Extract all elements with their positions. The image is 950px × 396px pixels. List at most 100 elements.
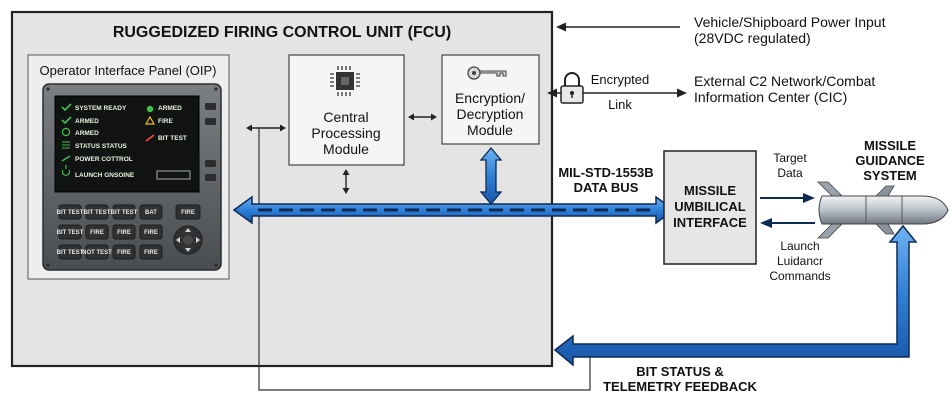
screen-status: BIT TEST [158,135,187,142]
launch-commands-label: Commands [769,269,830,283]
screen-status: FIRE [158,118,173,125]
umbilical-box [663,150,757,265]
umbilical-label: MISSILE [684,183,736,198]
key-label: FIRE [144,230,158,236]
feedback-label: TELEMETRY FEEDBACK [603,379,757,394]
connector-cpu-bus [342,169,350,194]
power-icon [61,165,71,176]
connector-oip-cpu [246,124,286,132]
slash-icon [61,155,71,162]
bezel-screw [46,263,50,267]
key[interactable]: FIRE [139,244,163,260]
key-label: FIRE [90,230,104,236]
menu-icon [62,141,70,149]
key[interactable]: FIRE [175,204,201,220]
cpu-label: Central [323,109,368,125]
c2-network-label: External C2 Network/Combat [694,73,875,89]
key[interactable]: BIT TEST [111,204,138,220]
key[interactable]: FIRE [139,224,163,240]
fcu-title: RUGGEDIZED FIRING CONTROL UNIT (FCU) [113,24,451,41]
crypto-bus-link [479,146,503,206]
side-button[interactable] [205,103,216,110]
side-button[interactable] [205,160,216,167]
key[interactable]: BIT TEST [57,204,84,220]
cpu-label: Processing [311,125,380,141]
bit-test-icon [145,134,155,142]
key-label: BIT TEST [111,210,138,216]
guidance-label: SYSTEM [863,168,916,183]
power-input-arrow [556,22,680,32]
key[interactable]: BIT TEST [57,224,84,240]
arrow-down-icon [185,248,191,252]
bus-label: DATA BUS [574,180,639,195]
cpu-label: Module [323,141,369,157]
key[interactable]: FIRE [112,224,136,240]
key-icon [467,66,507,80]
crypto-label: Module [467,122,513,138]
crypto-label: Encryption/ [455,90,525,106]
direction-pad[interactable] [173,225,203,255]
side-button[interactable] [205,174,216,181]
launch-commands-label: Launch [780,239,819,253]
arrow-right-icon [196,237,200,243]
bezel-screw [214,263,218,267]
target-data-label: Data [777,166,803,180]
key[interactable]: FIRE [85,224,109,240]
crypto-module-box [441,54,540,145]
key[interactable]: BIT TEST [57,244,84,260]
guidance-label: GUIDANCE [855,153,925,168]
screen-status: ARMED [158,105,182,112]
screen-status: LAUNCH GNSOINE [75,172,135,179]
key-label: NOT TEST [82,250,112,256]
c2-network-label: Information Center (CIC) [694,89,847,105]
bus-label: MIL-STD-1553B [558,165,653,180]
crypto-label: Decryption [457,106,524,122]
arrow-left-icon [176,237,180,243]
lock-icon [560,72,584,104]
check-icon [61,116,72,125]
target-data-label: Target [773,151,807,165]
feedback-label: BIT STATUS & [636,364,724,379]
target-data-arrow [760,193,815,203]
guidance-label: MISSILE [864,138,916,153]
encrypted-link-label: Link [608,97,632,112]
key-label: FIRE [117,230,131,236]
clock-icon [61,127,71,137]
side-button[interactable] [205,118,216,125]
radiation-icon [146,105,154,113]
key-label: FIRE [117,250,131,256]
power-input-label: (28VDC regulated) [694,30,811,46]
key[interactable]: NOT TEST [82,244,112,260]
oip-title: Operator Interface Panel (OIP) [39,63,216,78]
screen-status: STATUS STATUS [75,143,128,150]
launch-commands-label: Luidancr [777,254,823,268]
key-label: BIT TEST [57,230,84,236]
screen-field [156,170,191,180]
key-label: FIRE [144,250,158,256]
key-label: BIT TEST [57,210,84,216]
screen-status: ARMED [75,130,99,137]
launch-commands-arrow [760,218,815,228]
bezel-screw [214,87,218,91]
encrypted-link-label: Encrypted [591,72,650,87]
umbilical-label: UMBILICAL [674,199,746,214]
key[interactable]: FIRE [112,244,136,260]
screen-status: POWER COTTROL [75,156,133,163]
missile-icon [817,181,949,239]
key-label: BIT TEST [57,250,84,256]
key-label: BAT [145,210,157,216]
key-label: FIRE [181,210,195,216]
umbilical-label: INTERFACE [673,215,747,230]
keypad: BIT TEST BIT TEST BIT TEST BAT FIRE BIT … [57,204,203,260]
key-label: BIT TEST [84,210,111,216]
check-icon [61,103,72,112]
key[interactable]: BIT TEST [84,204,111,220]
bezel-screw [46,87,50,91]
screen-status: ARMED [75,118,99,125]
connector-cpu-crypto [408,113,437,121]
screen-status: SYSTEM READY [75,105,127,112]
power-input-label: Vehicle/Shipboard Power Input [694,14,886,30]
telemetry-return-line [258,128,591,391]
key[interactable]: BAT [139,204,163,220]
